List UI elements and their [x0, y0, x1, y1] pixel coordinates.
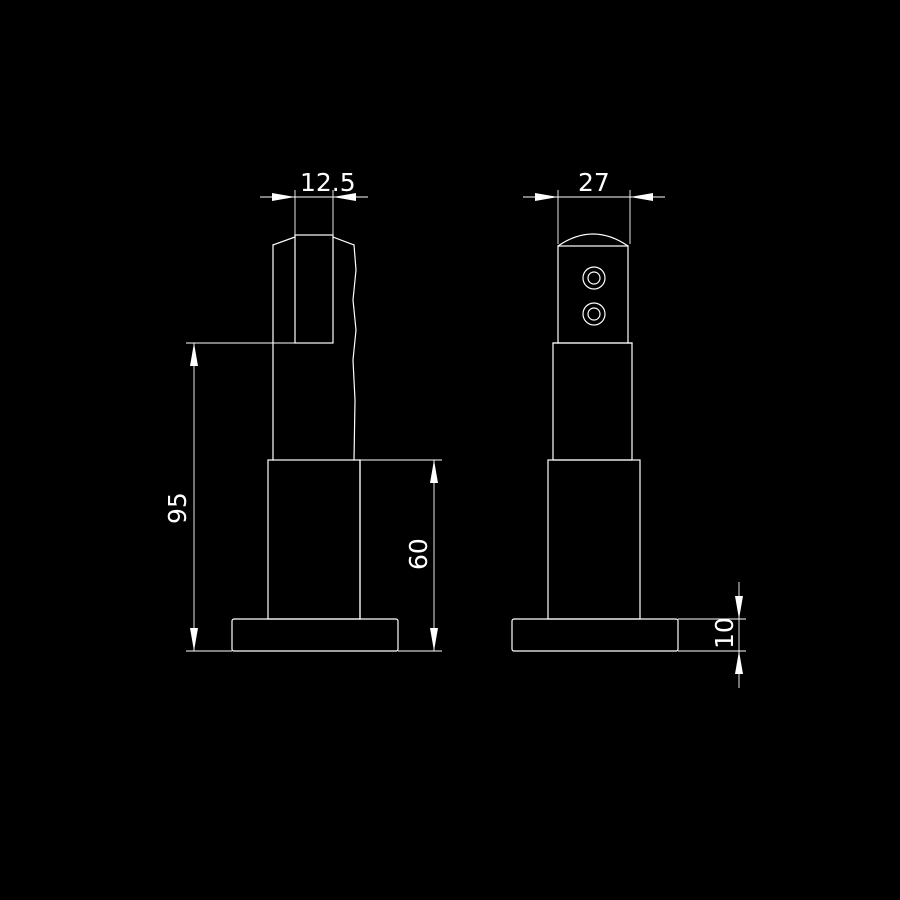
dim-overall-height-label: 95	[163, 492, 192, 524]
front-tube	[552, 342, 633, 461]
screw-hole-upper-inner-icon	[587, 271, 601, 285]
dim-body-height: 60	[360, 459, 442, 652]
side-tube-right	[352, 244, 357, 461]
dim-width-side-label: 12.5	[300, 168, 356, 197]
front-body	[547, 459, 641, 620]
side-body	[267, 459, 361, 620]
screw-hole-upper-icon	[582, 266, 606, 290]
dim-width-front: 27	[523, 168, 665, 244]
front-base-plate	[511, 618, 679, 652]
side-top-cap	[272, 236, 355, 246]
side-view	[231, 234, 399, 652]
dim-base-thickness: 10	[678, 582, 746, 688]
dim-width-side: 12.5	[260, 168, 368, 235]
front-dome	[557, 233, 629, 247]
screw-hole-lower-icon	[582, 302, 606, 326]
dim-width-front-label: 27	[578, 168, 610, 197]
front-view	[511, 233, 679, 652]
dim-body-height-label: 60	[404, 538, 433, 570]
side-base-plate	[231, 618, 399, 652]
side-slot	[294, 234, 334, 344]
front-head	[557, 245, 629, 344]
dim-base-thickness-label: 10	[710, 617, 739, 649]
screw-hole-lower-inner-icon	[587, 307, 601, 321]
dim-overall-height: 95	[163, 342, 295, 652]
